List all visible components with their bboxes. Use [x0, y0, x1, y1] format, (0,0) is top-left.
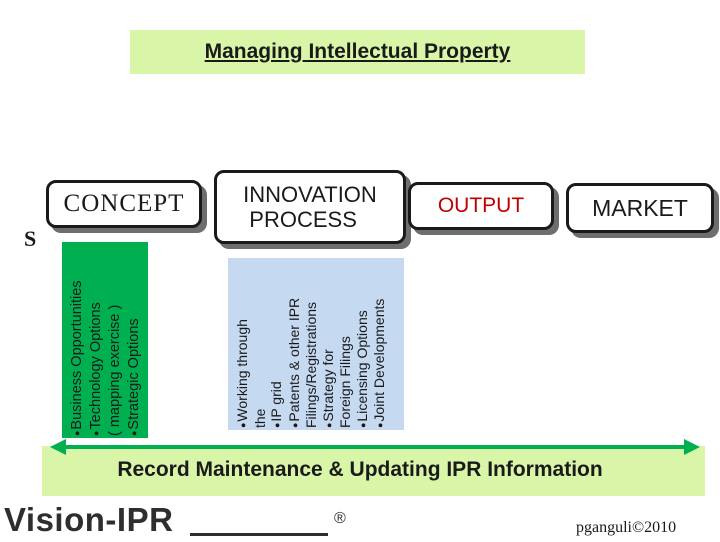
- process-item: Patents & other IPR: [286, 298, 304, 428]
- process-list: Working through the IP grid Patents & ot…: [234, 298, 389, 428]
- logo-underline: [190, 533, 328, 536]
- record-maintenance-text: Record Maintenance & Updating IPR Inform…: [117, 458, 603, 481]
- stage-output: OUTPUT: [408, 182, 554, 230]
- record-banner: [42, 446, 705, 496]
- process-item: Filings/Registrations: [303, 301, 319, 428]
- stray-letter: S: [24, 226, 37, 251]
- logo-text: Vision-IPR: [4, 501, 174, 538]
- author-credit: pganguli©2010: [576, 519, 677, 536]
- stage-innovation-process: INNOVATION PROCESS: [214, 170, 406, 244]
- concept-list: Business Opportunities Technology Option…: [68, 280, 144, 436]
- process-item: Foreign Filings: [337, 336, 353, 428]
- concept-item: Technology Options: [87, 280, 106, 436]
- double-arrow-icon: [50, 439, 700, 455]
- stage-concept: CONCEPT: [46, 180, 202, 228]
- page-title: Managing Intellectual Property: [204, 40, 511, 63]
- concept-item: Strategic Options: [125, 280, 144, 436]
- registered-mark: ®: [334, 510, 346, 527]
- process-item: the: [251, 408, 268, 428]
- stage-output-label: OUTPUT: [437, 194, 525, 217]
- vision-ipr-logo: [2, 519, 8, 521]
- title-banner: Managing Intellectual Property: [130, 30, 585, 74]
- process-item: IP grid: [268, 298, 286, 428]
- stage-market: MARKET: [566, 183, 714, 233]
- stage-market-label: MARKET: [592, 194, 688, 221]
- process-item: Joint Developments: [371, 298, 389, 428]
- process-item: Strategy for: [320, 298, 338, 428]
- stage-concept-label: CONCEPT: [63, 190, 185, 217]
- concept-item: ( mapping exercise ): [107, 304, 123, 436]
- stage-innovation-label: INNOVATION PROCESS: [243, 182, 377, 232]
- process-item: Working through: [234, 298, 252, 428]
- concept-item: Business Opportunities: [68, 280, 87, 436]
- process-item: Licensing Options: [354, 298, 372, 428]
